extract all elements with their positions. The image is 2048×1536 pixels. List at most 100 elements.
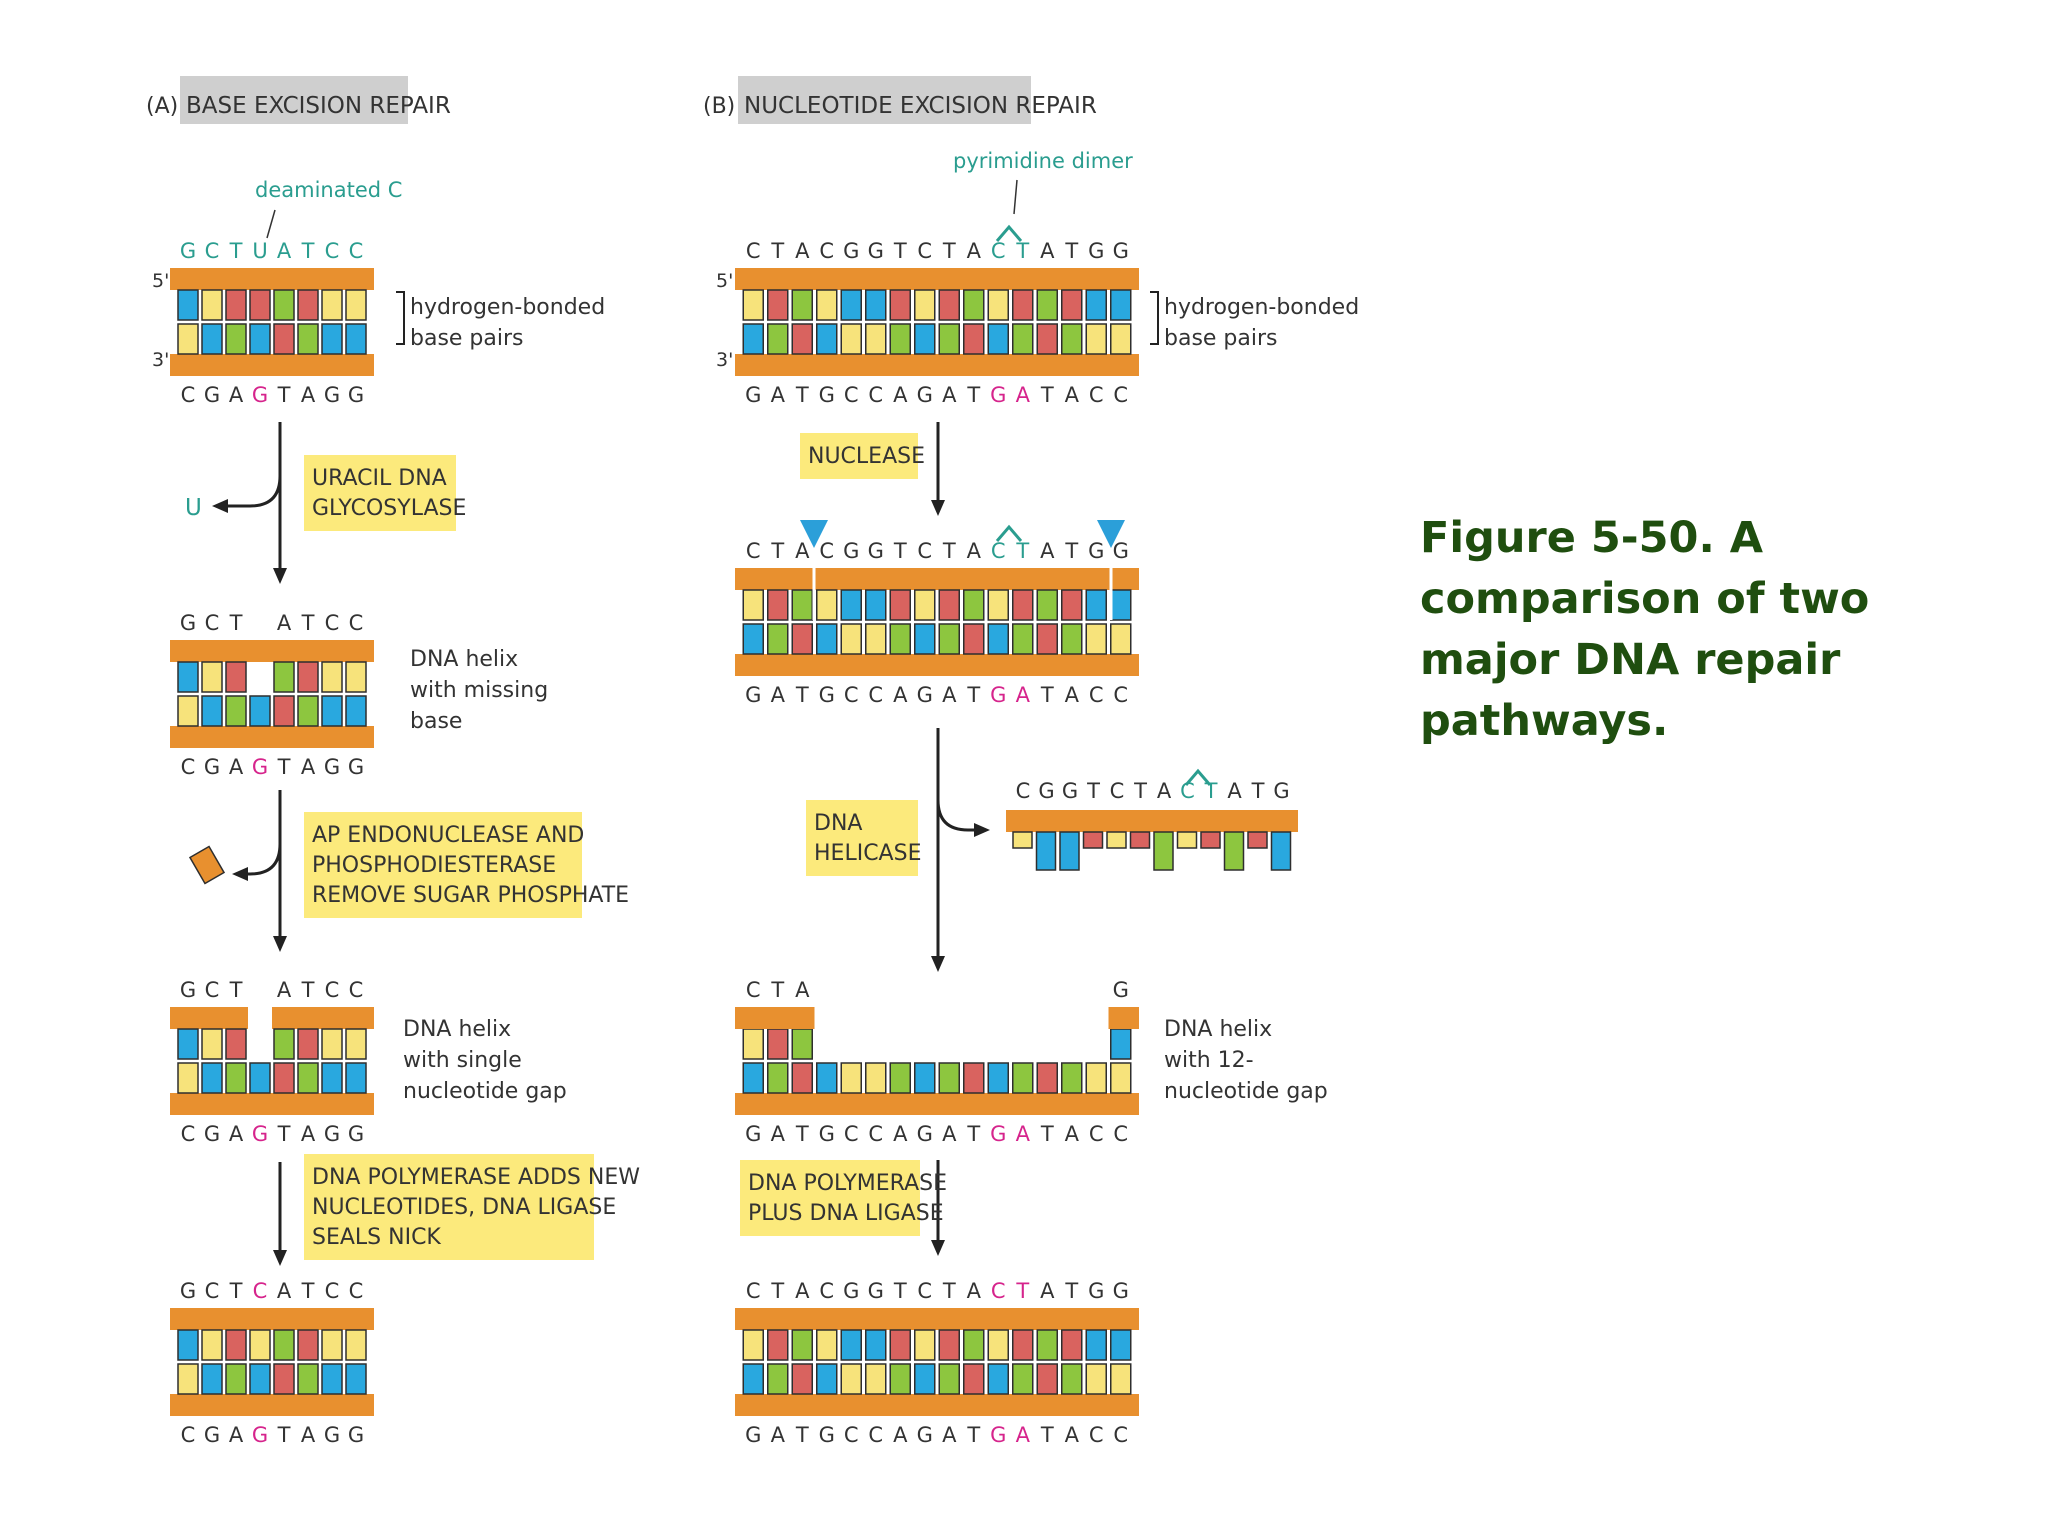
panel-b-bp-bracket [1150, 291, 1159, 345]
panel-a-helix-2-bottom-base-2 [225, 695, 247, 727]
panel-b-helix-1-top-letter-9: A [967, 239, 982, 263]
panel-b-helix-2-bottom-base-6 [889, 623, 911, 655]
panel-b-helix-2-top-letter-1: T [770, 539, 784, 563]
panel-a-helix-1-bottom-letter-4: T [277, 383, 291, 407]
panel-b-helix-4-top-base-12 [1036, 1329, 1058, 1361]
panel-b-helix-4-bottom-letter-3: G [819, 1423, 835, 1447]
panel-a-step1-enzyme-line-0: URACIL DNA [312, 466, 447, 491]
panel-b-excised-letter-3: T [1086, 779, 1100, 803]
panel-a-state3-label-2: nucleotide gap [403, 1079, 567, 1104]
panel-a-helix-2-top-letter-2: T [229, 611, 243, 635]
panel-b-helix-1-bottom-letter-11: A [1016, 383, 1031, 407]
panel-b-helix-4-top-base-13 [1061, 1329, 1083, 1361]
panel-a-helix-3-bottom-letter-6: G [324, 1122, 340, 1146]
panel-a-helix-4-top-base-6 [321, 1329, 343, 1361]
panel-b-helix-2-bottom-base-7 [914, 623, 936, 655]
panel-b-helix-4-top-letter-8: T [942, 1279, 956, 1303]
panel-b-helix-1-top-letter-13: T [1064, 239, 1078, 263]
panel-b-helix-1-bottom-letter-13: A [1065, 383, 1080, 407]
panel-b-helix-4-top-letter-11: T [1015, 1279, 1029, 1303]
panel-b-step1-enzyme-box [800, 433, 918, 479]
panel-b-helix-2-top-base-10 [987, 589, 1009, 621]
panel-a-bp-label-1: hydrogen-bonded [410, 295, 605, 320]
panel-b-step1-enzyme-line-0: NUCLEASE [808, 444, 925, 469]
panel-b-helix-2-bottom-base-1 [767, 623, 789, 655]
panel-b-helix-1-bottom-letter-3: G [819, 383, 835, 407]
panel-b-helix-1-top-base-7 [914, 289, 936, 321]
panel-b-helix-3-bottom-base-0 [742, 1062, 764, 1094]
panel-b-helix-1-bottom-letter-15: C [1113, 383, 1128, 407]
panel-a-state2-label-1: with missing [410, 678, 548, 703]
panel-a-helix-4-top-letter-7: C [349, 1279, 364, 1303]
panel-b-helix-4-top-letter-14: G [1088, 1279, 1104, 1303]
panel-b-helix-4-bottom-letter-7: G [917, 1423, 933, 1447]
panel-a-helix-1-top-letter-6: C [325, 239, 340, 263]
panel-b-helix-1-top-base-12 [1036, 289, 1058, 321]
panel-b-arrow-1-head [931, 500, 945, 516]
panel-b-helix-3-bottom-letter-14: C [1089, 1122, 1104, 1146]
panel-b-helix-3-bottom-letter-8: A [942, 1122, 957, 1146]
panel-b-helix-3-bottom-base-13 [1061, 1062, 1083, 1094]
panel-b-helix-2-bottom-base-4 [840, 623, 862, 655]
panel-a-helix-2-bottom-letter-5: A [301, 755, 316, 779]
panel-b-helix-2-bottom-base-14 [1085, 623, 1107, 655]
panel-b-state3-label-2: nucleotide gap [1164, 1079, 1328, 1104]
panel-b-helix-2-top-letter-13: T [1064, 539, 1078, 563]
panel-a-helix-1-bottom-letter-5: A [301, 383, 316, 407]
panel-a-helix-2-bottom-letter-1: G [204, 755, 220, 779]
panel-b-excised-letter-5: T [1133, 779, 1147, 803]
panel-b-helix-2-top-base-11 [1012, 589, 1034, 621]
panel-a-helix-4-bottom-letter-3: G [252, 1423, 268, 1447]
panel-b-helix-2-top-base-9 [963, 589, 985, 621]
panel-b-bp-label-1: hydrogen-bonded [1164, 295, 1359, 320]
panel-b-cut-marker-left [800, 520, 828, 548]
panel-b-helix-3-top-base-1 [767, 1028, 789, 1060]
panel-b-helix-1-bottom-letter-0: G [745, 383, 761, 407]
panel-b-helix-1-top-letter-10: C [991, 239, 1006, 263]
panel-b-state3-label-0: DNA helix [1164, 1017, 1272, 1042]
panel-b-helix-2-bottom-letter-3: G [819, 683, 835, 707]
panel-a-helix-3-top-letter-2: T [229, 978, 243, 1002]
panel-b-excised-base-5 [1129, 831, 1151, 849]
panel-b-helix-1-top-base-8 [938, 289, 960, 321]
panel-b-helix-4-top-base-3 [816, 1329, 838, 1361]
panel-b-arrow-2-head [931, 956, 945, 972]
panel-b-helix-3-bottom-letter-4: C [844, 1122, 859, 1146]
panel-b-excised-letter-10: T [1251, 779, 1265, 803]
panel-b-helix-2-bottom-letter-11: A [1016, 683, 1031, 707]
panel-b-helix-1-top-letter-4: G [843, 239, 859, 263]
panel-a-helix-4-bottom-letter-0: C [181, 1423, 196, 1447]
panel-a-state2-label-2: base [410, 709, 462, 734]
panel-a-helix-3-top-base-5 [297, 1028, 319, 1060]
panel-a-helix-2-bottom-letter-2: A [229, 755, 244, 779]
panel-b-helix-1-top-base-10 [987, 289, 1009, 321]
panel-a-helix-1-bottom-letter-6: G [324, 383, 340, 407]
panel-a-step3-enzyme-box [304, 1154, 594, 1260]
panel-b-helix-1-top-base-15 [1110, 289, 1132, 321]
panel-a-helix-1-top-base-7 [345, 289, 367, 321]
panel-a-helix-4-bottom-base-1 [201, 1363, 223, 1395]
panel-b-excised-base-2 [1059, 831, 1080, 871]
panel-b-damage-label: pyrimidine dimer [953, 149, 1133, 173]
panel-a-helix-3-bottom-letter-0: C [181, 1122, 196, 1146]
panel-b-excised-base-4 [1106, 831, 1127, 849]
panel-a-helix-2-bottom-letter-4: T [277, 755, 291, 779]
panel-a-damage-label: deaminated C [255, 178, 402, 202]
panel-a-helix-3-top-letter-0: G [180, 978, 196, 1002]
panel-b-helix-4-top-letter-15: G [1113, 1279, 1129, 1303]
panel-a-helix-4-bottom-letter-2: A [229, 1423, 244, 1447]
panel-a-helix-4-bottom-letter-6: G [324, 1423, 340, 1447]
panel-a-step2-enzyme-line-0: AP ENDONUCLEASE AND [312, 823, 584, 848]
panel-b-helix-1-top-base-6 [889, 289, 911, 321]
panel-b-helix-2-top-base-6 [889, 589, 911, 621]
panel-a-helix-4-bottom-base-3 [249, 1363, 271, 1395]
panel-a-helix-1-bottom-base-3 [249, 323, 271, 355]
panel-a-helix-3-top-base-7 [345, 1028, 367, 1060]
panel-b-step2-enzyme-line-0: DNA [814, 811, 862, 836]
panel-b-excised-letter-6: A [1157, 779, 1172, 803]
panel-b-helix-4-bottom-base-3 [816, 1363, 838, 1395]
panel-b-dimer-caret-1 [995, 224, 1023, 242]
panel-a-step3-enzyme-line-2: SEALS NICK [312, 1225, 441, 1250]
panel-b-helix-3-bottom-letter-0: G [745, 1122, 761, 1146]
panel-b-helix-2-top-letter-11: T [1015, 539, 1029, 563]
